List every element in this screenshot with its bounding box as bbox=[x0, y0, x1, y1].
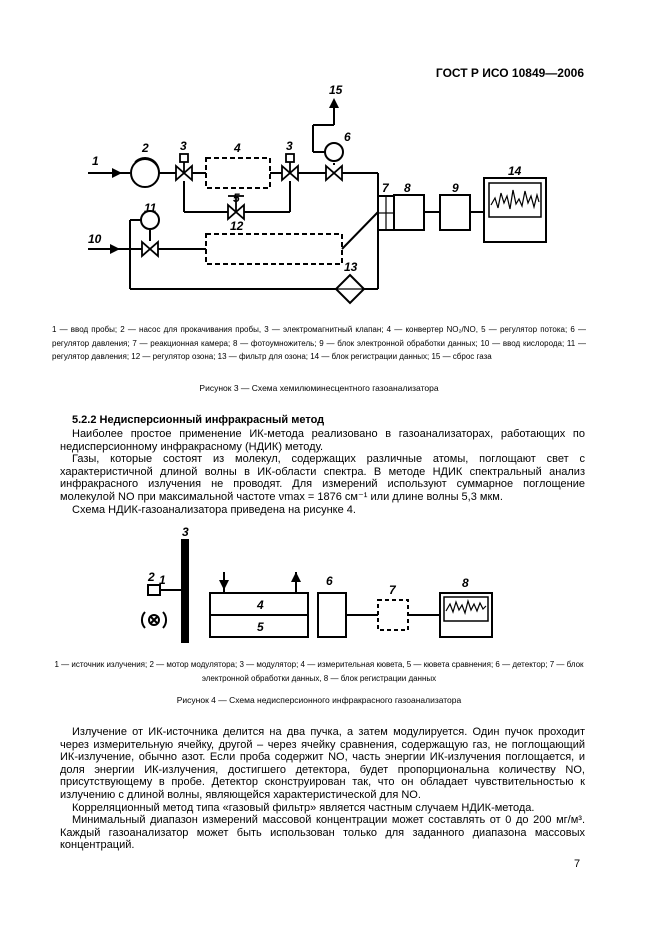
fig4-label-8: 8 bbox=[462, 576, 469, 590]
fig3-label-9: 9 bbox=[452, 181, 459, 195]
figure-4-diagram: 1 2 3 4 5 6 7 8 bbox=[141, 525, 493, 643]
fig3-label-4: 4 bbox=[233, 141, 241, 155]
section-paragraph-3: Схема НДИК-газоанализатора приведена на … bbox=[72, 503, 356, 516]
tail-paragraph-3: Минимальный диапазон измерений массовой … bbox=[60, 814, 585, 852]
document-header: ГОСТ Р ИСО 10849—2006 bbox=[435, 66, 584, 80]
fig3-label-11: 11 bbox=[144, 201, 157, 215]
figure-3-caption: Рисунок 3 — Схема хемилюминесцентного га… bbox=[199, 383, 439, 393]
page-number: 7 bbox=[574, 858, 581, 870]
figure-3-legend: 1 — ввод пробы; 2 — насос для прокачиван… bbox=[52, 325, 586, 361]
fig3-label-2: 2 bbox=[141, 141, 149, 155]
fig4-label-5: 5 bbox=[257, 620, 264, 634]
fig3-label-1: 1 bbox=[92, 154, 99, 168]
fig4-label-3: 3 bbox=[182, 525, 189, 539]
fig4-label-7: 7 bbox=[389, 583, 397, 597]
fig4-label-2: 2 bbox=[147, 570, 155, 584]
section-title: 5.2.2 Недисперсионный инфракрасный метод bbox=[72, 414, 325, 426]
section-body: Наиболее простое применение ИК-метода ре… bbox=[60, 428, 585, 516]
fig3-label-8: 8 bbox=[404, 181, 411, 195]
tail-paragraph-2: Корреляционный метод типа «газовый фильт… bbox=[72, 801, 535, 814]
fig4-label-6: 6 bbox=[326, 574, 333, 588]
figure-4-legend: 1 — источник излучения; 2 — мотор модуля… bbox=[54, 660, 584, 683]
fig3-label-14: 14 bbox=[508, 164, 522, 178]
fig3-label-7: 7 bbox=[382, 181, 390, 195]
fig3-label-3b: 3 bbox=[286, 139, 293, 153]
fig3-label-5: 5 bbox=[233, 191, 240, 205]
fig4-label-4: 4 bbox=[256, 598, 264, 612]
fig3-label-6: 6 bbox=[344, 130, 351, 144]
fig3-label-10: 10 bbox=[88, 232, 102, 246]
figure-3-diagram: 1 2 3 4 3 5 6 15 7 8 9 14 11 10 12 13 bbox=[88, 83, 547, 305]
section-paragraph-1: Наиболее простое применение ИК-метода ре… bbox=[60, 428, 585, 453]
figure-4-caption: Рисунок 4 — Схема недисперсионного инфра… bbox=[176, 695, 462, 705]
fig4-label-1: 1 bbox=[159, 573, 166, 587]
fig3-label-15: 15 bbox=[329, 83, 343, 97]
section-paragraph-2: Газы, которые состоят из молекул, содерж… bbox=[60, 453, 585, 503]
fig3-label-13: 13 bbox=[344, 260, 358, 274]
fig3-label-3a: 3 bbox=[180, 139, 187, 153]
tail-paragraph-1: Излучение от ИК-источника делится на два… bbox=[60, 726, 585, 801]
tail-body: Излучение от ИК-источника делится на два… bbox=[60, 726, 585, 852]
fig3-label-12: 12 bbox=[230, 219, 244, 233]
